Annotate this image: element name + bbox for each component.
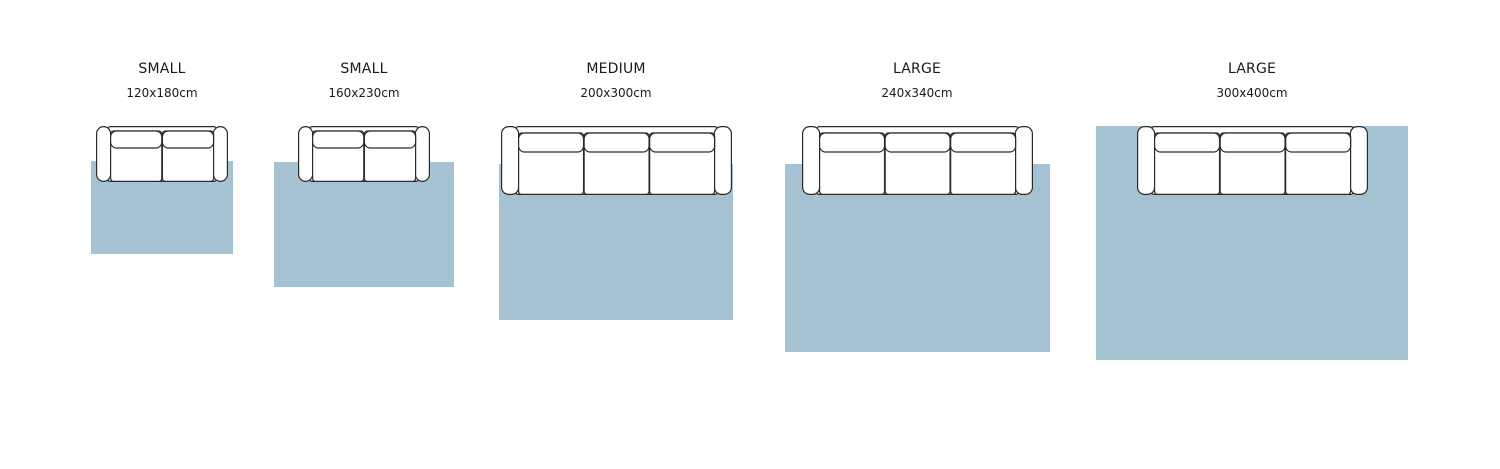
sofa-icon bbox=[501, 126, 732, 196]
rug-rectangle bbox=[1096, 126, 1408, 360]
rug-rectangle bbox=[499, 164, 733, 320]
rug-rectangle bbox=[274, 162, 454, 287]
dimensions-label: 240x340cm bbox=[881, 86, 953, 100]
dimensions-label: 200x300cm bbox=[580, 86, 652, 100]
dimensions-label: 160x230cm bbox=[328, 86, 400, 100]
rug-rectangle bbox=[91, 161, 233, 254]
size-label: LARGE bbox=[1227, 61, 1277, 77]
sofa-icon bbox=[96, 126, 229, 183]
sofa-icon bbox=[1137, 126, 1368, 196]
rug-rectangle bbox=[785, 164, 1050, 352]
size-label: MEDIUM bbox=[586, 61, 646, 77]
sofa-icon bbox=[802, 126, 1033, 196]
size-label: SMALL bbox=[138, 61, 186, 77]
size-label: SMALL bbox=[340, 61, 388, 77]
dimensions-label: 300x400cm bbox=[1216, 86, 1288, 100]
sofa-icon bbox=[298, 126, 431, 183]
dimensions-label: 120x180cm bbox=[126, 86, 198, 100]
size-label: LARGE bbox=[892, 61, 942, 77]
